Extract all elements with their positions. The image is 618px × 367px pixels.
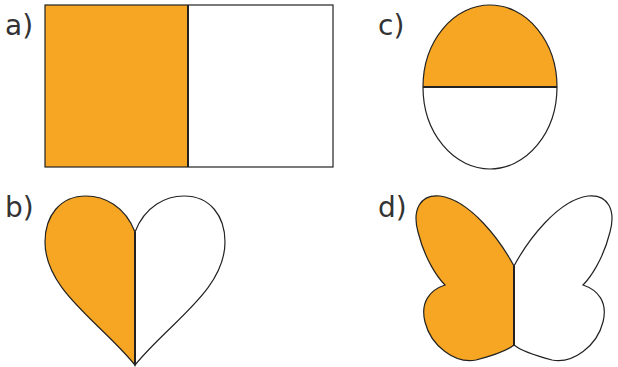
half-oval xyxy=(423,5,557,169)
part-letter: a) xyxy=(5,12,33,40)
part-letter: d) xyxy=(378,194,407,222)
part-letter: b) xyxy=(5,194,34,222)
half-rectangle xyxy=(45,5,333,167)
half-heart xyxy=(45,196,225,365)
half-butterfly xyxy=(416,196,612,361)
part-letter: c) xyxy=(378,12,404,40)
